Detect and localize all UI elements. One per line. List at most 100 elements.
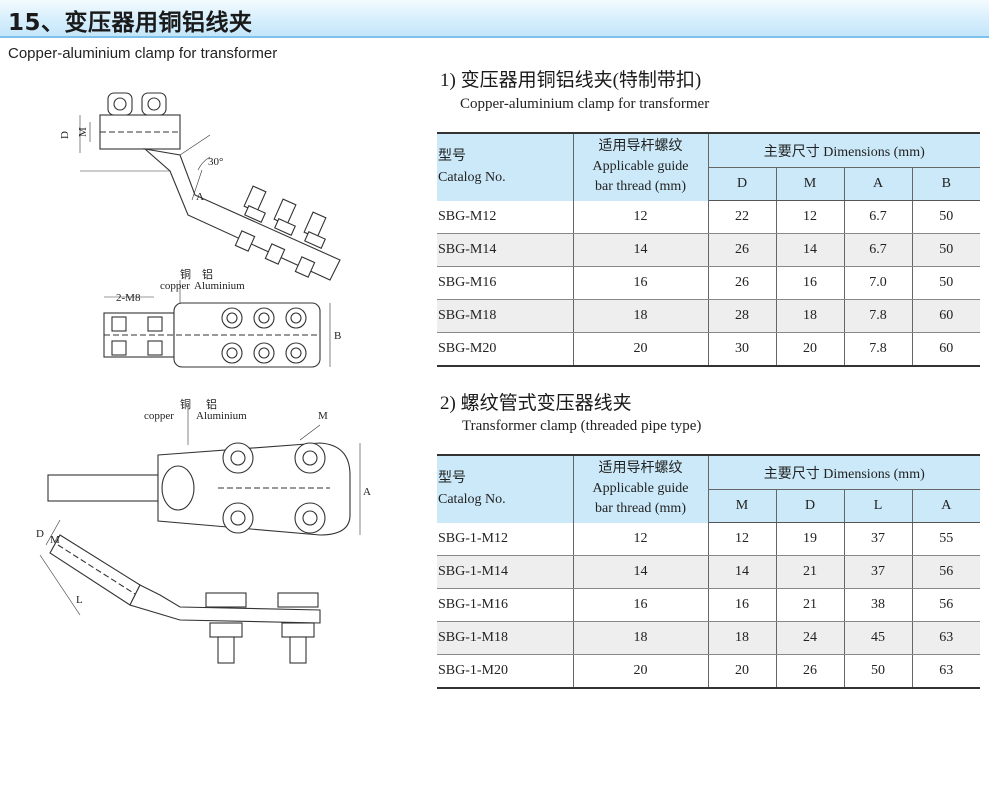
- table-row: SBG-M20 20 30 20 7.8 60: [437, 332, 980, 367]
- label-a-1: A: [196, 191, 204, 203]
- header-col-m: M: [776, 167, 845, 201]
- cell-m: 16: [708, 588, 777, 622]
- drawing-plan-view: [103, 280, 331, 368]
- cell-l: 50: [844, 654, 913, 689]
- label-copper-2: copper: [144, 410, 174, 422]
- header-col-m: M: [708, 489, 777, 523]
- cell-l: 45: [844, 621, 913, 655]
- table-row: SBG-M12 12 22 12 6.7 50: [437, 200, 980, 234]
- cell-a: 7.0: [844, 266, 913, 300]
- cell-thread: 20: [573, 332, 709, 367]
- drawing-labels: D M 30° A 铜 铝 copper Aluminium 2-M8 B 铜 …: [36, 127, 371, 606]
- table-row: SBG-1-M20 20 20 26 50 63: [437, 654, 980, 689]
- cell-m: 12: [708, 522, 777, 556]
- cell-d: 22: [708, 200, 777, 234]
- label-aluminium-cn-2: 铝: [206, 397, 217, 411]
- title-banner: 15、变压器用铜铝线夹: [0, 0, 989, 38]
- header-col-a: A: [844, 167, 913, 201]
- cell-b: 60: [912, 299, 980, 333]
- table-row: SBG-M18 18 28 18 7.8 60: [437, 299, 980, 333]
- cell-m: 18: [708, 621, 777, 655]
- cell-catalog: SBG-M20: [437, 332, 574, 367]
- header-col-l: L: [844, 489, 913, 523]
- section1-subtitle: Copper-aluminium clamp for transformer: [460, 96, 710, 112]
- section2-subtitle: Transformer clamp (threaded pipe type): [462, 418, 702, 434]
- section1-title: 1) 变压器用铜铝线夹(特制带扣): [440, 70, 702, 91]
- cell-d: 21: [776, 555, 845, 589]
- header-catalog: 型号 Catalog No.: [437, 132, 574, 201]
- cell-m: 14: [708, 555, 777, 589]
- cell-catalog: SBG-M12: [437, 200, 574, 234]
- section2-title: 2) 螺纹管式变压器线夹: [440, 393, 632, 414]
- cell-d: 26: [776, 654, 845, 689]
- header-guide-en2: bar thread (mm): [595, 179, 686, 195]
- table-row: SBG-1-M18 18 18 24 45 63: [437, 621, 980, 655]
- label-d-1: D: [59, 131, 71, 139]
- label-aluminium-1: Aluminium: [194, 280, 245, 292]
- section2-table: 型号 Catalog No. 适用导杆螺纹 Applicable guide b…: [437, 454, 980, 689]
- cell-a: 6.7: [844, 233, 913, 267]
- label-m-3: M: [50, 534, 60, 546]
- cell-thread: 16: [573, 588, 709, 622]
- header-guide-cn: 适用导杆螺纹: [598, 461, 683, 477]
- cell-thread: 12: [573, 522, 709, 556]
- header-guide: 适用导杆螺纹 Applicable guide bar thread (mm): [573, 132, 709, 201]
- cell-m: 20: [708, 654, 777, 689]
- header-col-a: A: [912, 489, 980, 523]
- table-row: SBG-1-M16 16 16 21 38 56: [437, 588, 980, 622]
- cell-thread: 18: [573, 299, 709, 333]
- cell-b: 50: [912, 233, 980, 267]
- cell-l: 37: [844, 555, 913, 589]
- cell-catalog: SBG-M16: [437, 266, 574, 300]
- cell-d: 26: [708, 266, 777, 300]
- header-guide-en1: Applicable guide: [592, 159, 689, 175]
- label-aluminium-cn-1: 铝: [202, 267, 213, 281]
- header-col-b: B: [912, 167, 980, 201]
- table-row: SBG-1-M12 12 12 19 37 55: [437, 522, 980, 556]
- cell-b: 60: [912, 332, 980, 367]
- header-catalog-cn: 型号: [438, 149, 466, 165]
- header-catalog: 型号 Catalog No.: [437, 454, 574, 523]
- cell-a: 6.7: [844, 200, 913, 234]
- label-bolt-spec: 2-M8: [116, 292, 141, 304]
- cell-catalog: SBG-1-M12: [437, 522, 574, 556]
- cell-a: 63: [912, 654, 980, 689]
- label-angle: 30°: [208, 156, 223, 168]
- cell-a: 56: [912, 555, 980, 589]
- cell-thread: 20: [573, 654, 709, 689]
- cell-a: 7.8: [844, 332, 913, 367]
- label-b: B: [334, 330, 341, 342]
- header-col-d: D: [708, 167, 777, 201]
- label-copper-1: copper: [160, 280, 190, 292]
- cell-d: 28: [708, 299, 777, 333]
- header-guide-cn: 适用导杆螺纹: [598, 139, 683, 155]
- cell-catalog: SBG-1-M14: [437, 555, 574, 589]
- label-m-2: M: [318, 410, 328, 422]
- cell-m: 18: [776, 299, 845, 333]
- cell-l: 37: [844, 522, 913, 556]
- cell-d: 26: [708, 233, 777, 267]
- cell-m: 12: [776, 200, 845, 234]
- header-dimensions: 主要尺寸 Dimensions (mm): [708, 132, 980, 168]
- table-row: SBG-M16 16 26 16 7.0 50: [437, 266, 980, 300]
- cell-thread: 14: [573, 233, 709, 267]
- label-m-1: M: [77, 127, 89, 137]
- table-row: SBG-M14 14 26 14 6.7 50: [437, 233, 980, 267]
- cell-d: 21: [776, 588, 845, 622]
- header-col-d: D: [776, 489, 845, 523]
- cell-thread: 18: [573, 621, 709, 655]
- cell-thread: 12: [573, 200, 709, 234]
- cell-d: 19: [776, 522, 845, 556]
- cell-catalog: SBG-1-M20: [437, 654, 574, 689]
- label-copper-cn-1: 铜: [180, 267, 191, 281]
- cell-b: 50: [912, 266, 980, 300]
- cell-catalog: SBG-M18: [437, 299, 574, 333]
- label-copper-cn-2: 铜: [180, 397, 191, 411]
- cell-a: 56: [912, 588, 980, 622]
- drawing-tube-and-bolts: [39, 519, 321, 664]
- cell-catalog: SBG-M14: [437, 233, 574, 267]
- label-l: L: [76, 594, 83, 606]
- header-guide-en1: Applicable guide: [592, 481, 689, 497]
- cell-catalog: SBG-1-M16: [437, 588, 574, 622]
- header-dimensions: 主要尺寸 Dimensions (mm): [708, 454, 980, 490]
